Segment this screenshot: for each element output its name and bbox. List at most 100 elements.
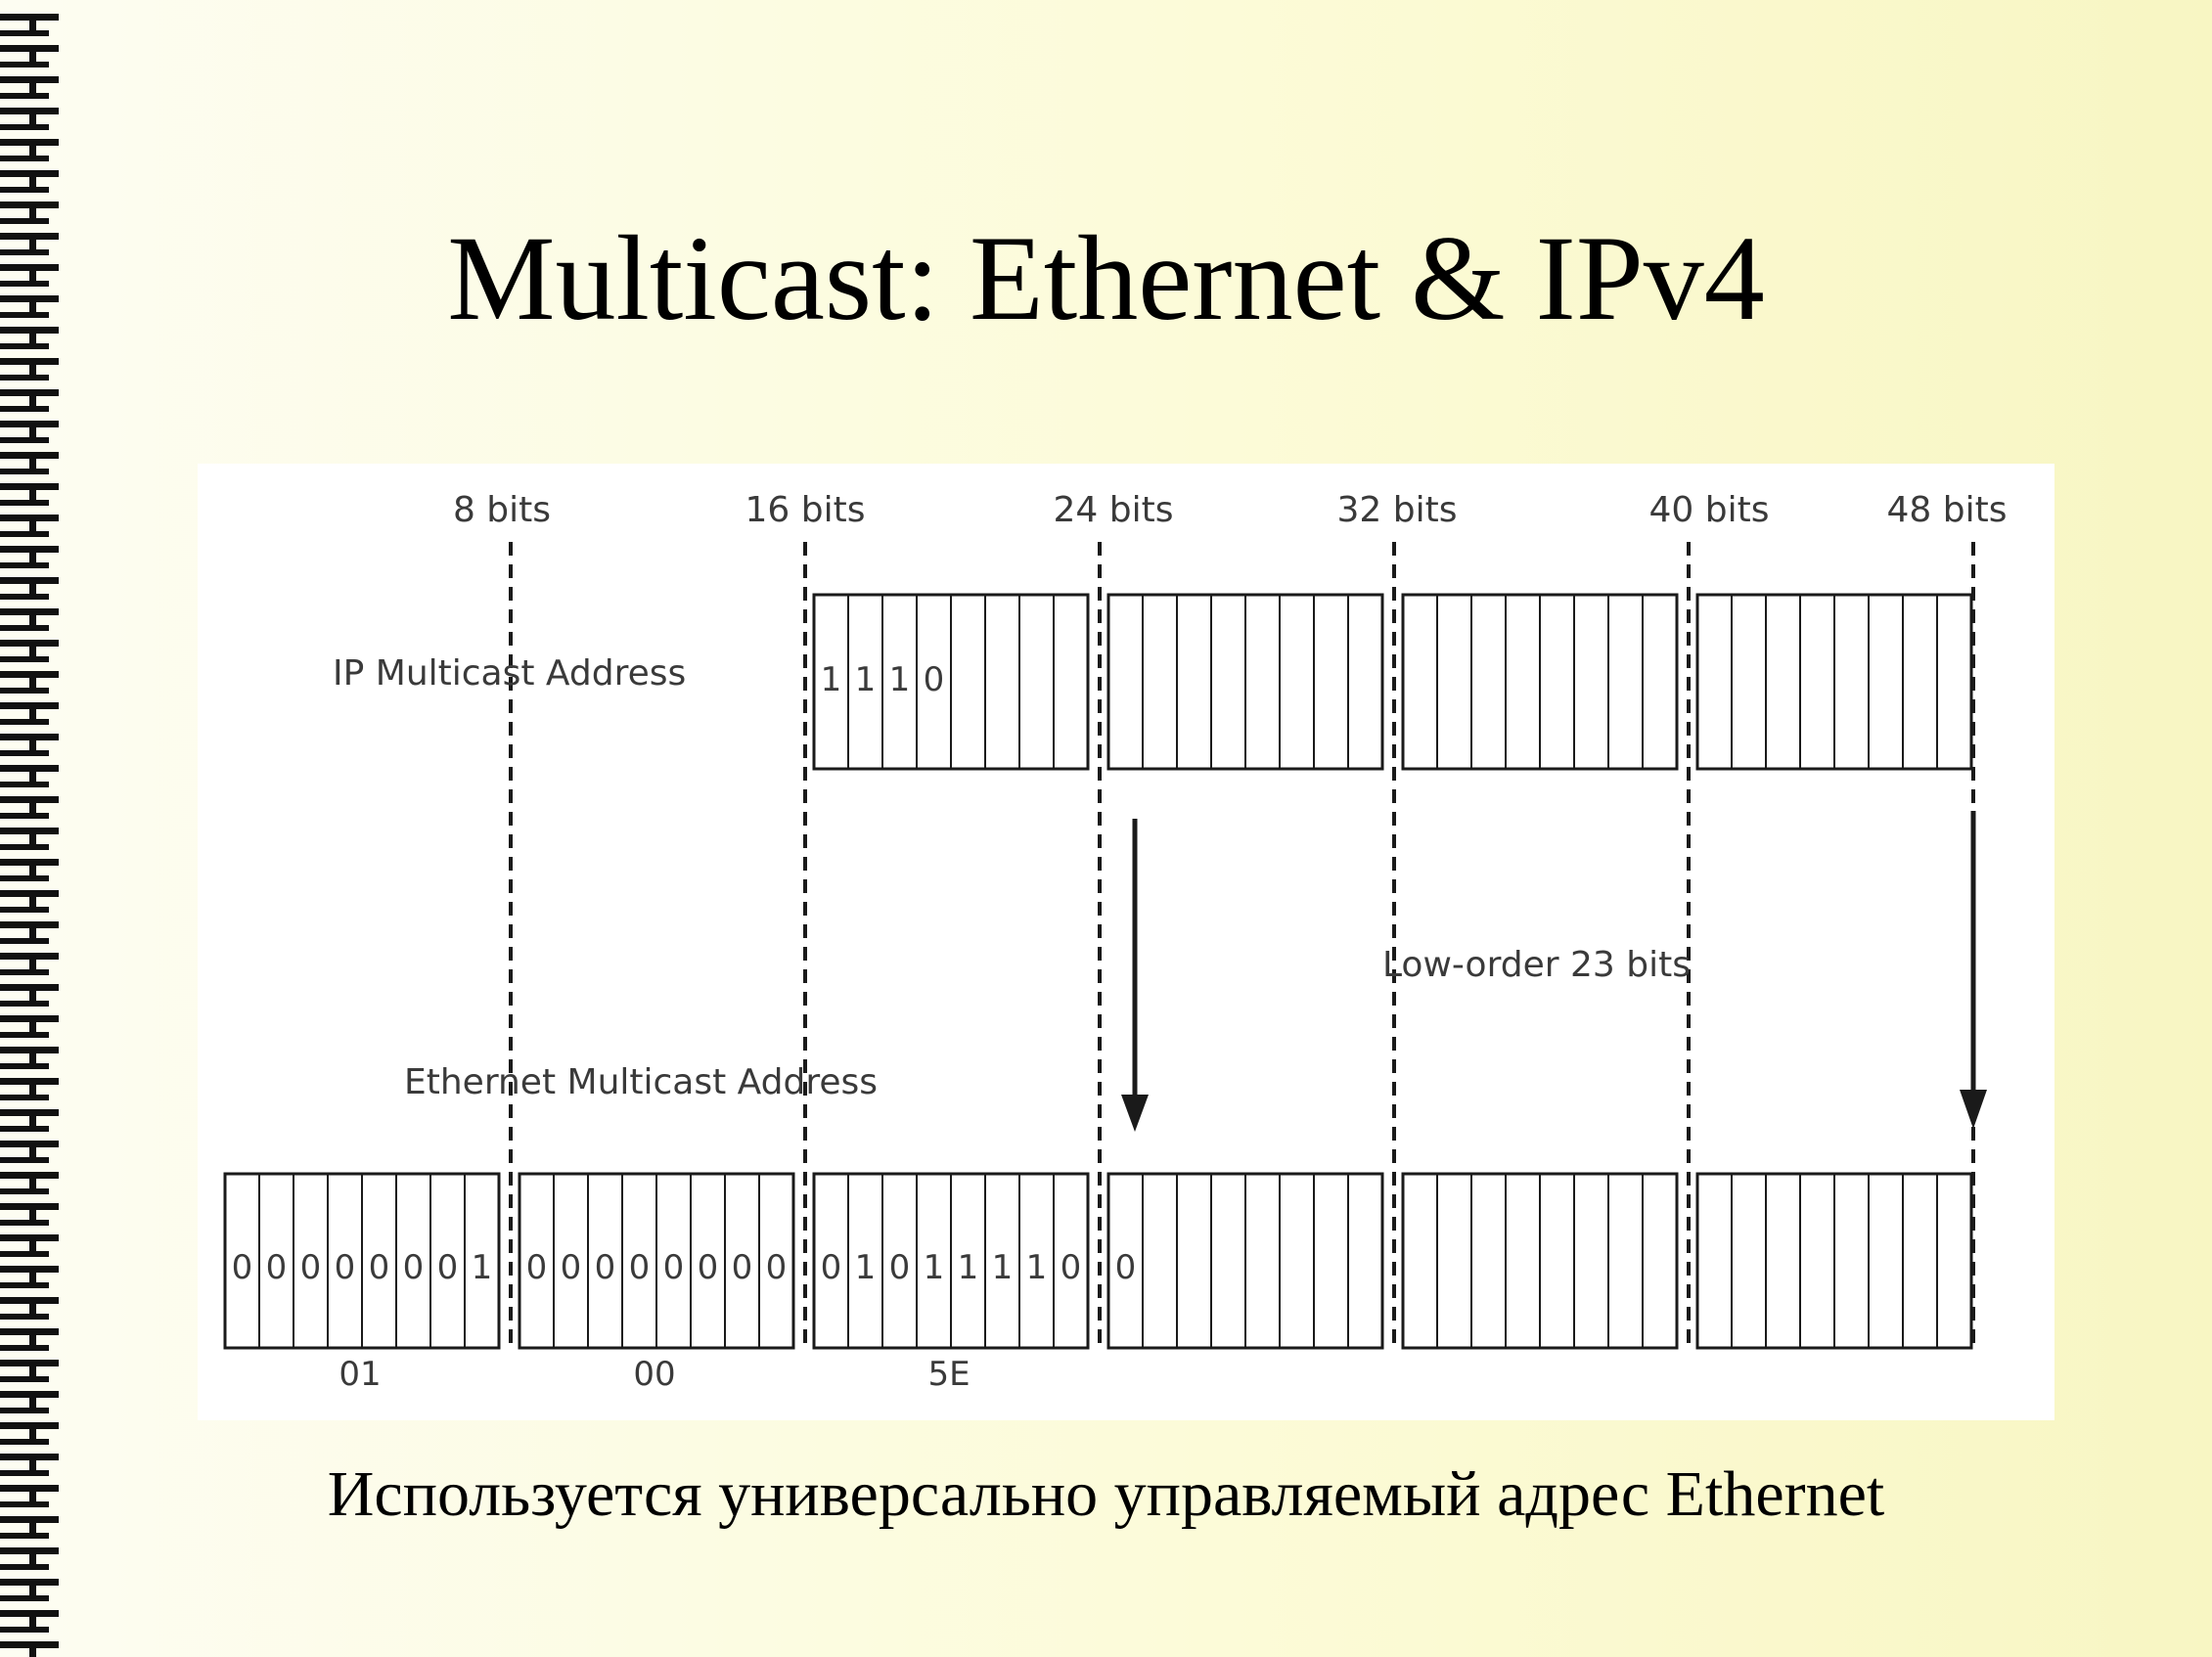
byte-box: 0	[1106, 1172, 1384, 1350]
binding-ring	[0, 953, 59, 975]
binding-ring	[0, 1047, 59, 1069]
binding-ring	[0, 890, 59, 913]
bit-value: 1	[821, 660, 842, 699]
bit-marker-label: 8 bits	[453, 490, 551, 530]
binding-ring	[0, 984, 59, 1007]
slide-subtitle: Используется универсально управляемый ад…	[327, 1458, 1885, 1530]
binding-ring	[0, 108, 59, 130]
bit-value: 0	[924, 660, 945, 699]
bit-value: 1	[855, 1248, 877, 1287]
binding-ring	[0, 1297, 59, 1320]
bit-value: 1	[992, 1248, 1014, 1287]
spiral-binding	[0, 14, 59, 1657]
bit-value: 1	[1026, 1248, 1048, 1287]
binding-ring	[0, 765, 59, 787]
binding-ring	[0, 1516, 59, 1539]
hex-byte-label: 01	[339, 1355, 381, 1394]
bit-marker-label: 32 bits	[1337, 490, 1458, 530]
binding-ring	[0, 1610, 59, 1633]
bit-boundaries	[509, 542, 1975, 1349]
binding-ring	[0, 1172, 59, 1194]
bit-value: 0	[300, 1248, 322, 1287]
binding-ring	[0, 295, 59, 318]
binding-ring	[0, 327, 59, 349]
bit-value: 1	[472, 1248, 493, 1287]
ethernet-multicast-label: Ethernet Multicast Address	[404, 1062, 878, 1102]
binding-ring	[0, 233, 59, 255]
bit-value: 0	[732, 1248, 753, 1287]
bit-value: 0	[266, 1248, 288, 1287]
bit-marker-label: 40 bits	[1649, 490, 1770, 530]
byte-box	[1106, 593, 1384, 771]
byte-box	[1401, 1172, 1679, 1350]
bit-value: 0	[369, 1248, 390, 1287]
binding-ring	[0, 421, 59, 443]
binding-ring	[0, 1579, 59, 1601]
arrowhead-left	[1121, 1095, 1149, 1132]
binding-ring	[0, 389, 59, 412]
bit-value: 0	[561, 1248, 582, 1287]
hex-byte-label: 5E	[927, 1355, 970, 1394]
binding-ring	[0, 1547, 59, 1570]
binding-ring	[0, 577, 59, 600]
multicast-mapping-diagram: 8 bits 16 bits 24 bits 32 bits 40 bits 4…	[198, 464, 2054, 1420]
bit-value: 0	[698, 1248, 719, 1287]
binding-ring	[0, 1015, 59, 1038]
binding-ring	[0, 14, 59, 36]
bit-value: 1	[924, 1248, 945, 1287]
binding-ring	[0, 264, 59, 287]
mapping-arrows	[1121, 811, 1987, 1132]
bit-value: 1	[958, 1248, 979, 1287]
binding-ring	[0, 921, 59, 944]
binding-ring	[0, 1360, 59, 1382]
binding-ring	[0, 828, 59, 850]
bit-value: 0	[595, 1248, 616, 1287]
binding-ring	[0, 734, 59, 756]
bit-value: 0	[889, 1248, 911, 1287]
byte-box	[1401, 593, 1679, 771]
binding-ring	[0, 796, 59, 819]
bit-value: 0	[437, 1248, 459, 1287]
bit-value: 0	[821, 1248, 842, 1287]
binding-ring	[0, 515, 59, 537]
binding-ring	[0, 76, 59, 99]
binding-ring	[0, 202, 59, 224]
binding-ring	[0, 1485, 59, 1507]
low-order-bits-label: Low-order 23 bits	[1382, 945, 1691, 985]
bit-value: 0	[1115, 1248, 1137, 1287]
bit-value: 1	[855, 660, 877, 699]
bit-value: 0	[403, 1248, 425, 1287]
byte-box	[1695, 1172, 1973, 1350]
bit-marker-label: 48 bits	[1887, 490, 2008, 530]
binding-ring	[0, 1266, 59, 1288]
binding-ring	[0, 358, 59, 381]
binding-ring	[0, 671, 59, 694]
binding-ring	[0, 170, 59, 193]
binding-ring	[0, 1328, 59, 1351]
binding-ring	[0, 452, 59, 474]
arrowhead-right	[1960, 1090, 1987, 1129]
byte-box	[1695, 593, 1973, 771]
bit-marker-label: 24 bits	[1054, 490, 1174, 530]
hex-byte-label: 00	[633, 1355, 675, 1394]
binding-ring	[0, 608, 59, 631]
binding-ring	[0, 1141, 59, 1163]
binding-ring	[0, 1234, 59, 1257]
binding-ring	[0, 1203, 59, 1226]
bit-value: 1	[889, 660, 911, 699]
bit-value: 0	[335, 1248, 356, 1287]
binding-ring	[0, 483, 59, 506]
binding-ring	[0, 1078, 59, 1100]
bit-value: 0	[766, 1248, 788, 1287]
ip-multicast-label: IP Multicast Address	[333, 653, 686, 694]
binding-ring	[0, 1641, 59, 1657]
slide-title: Multicast: Ethernet & IPv4	[447, 211, 1765, 345]
bit-marker-label: 16 bits	[745, 490, 866, 530]
binding-ring	[0, 1109, 59, 1132]
